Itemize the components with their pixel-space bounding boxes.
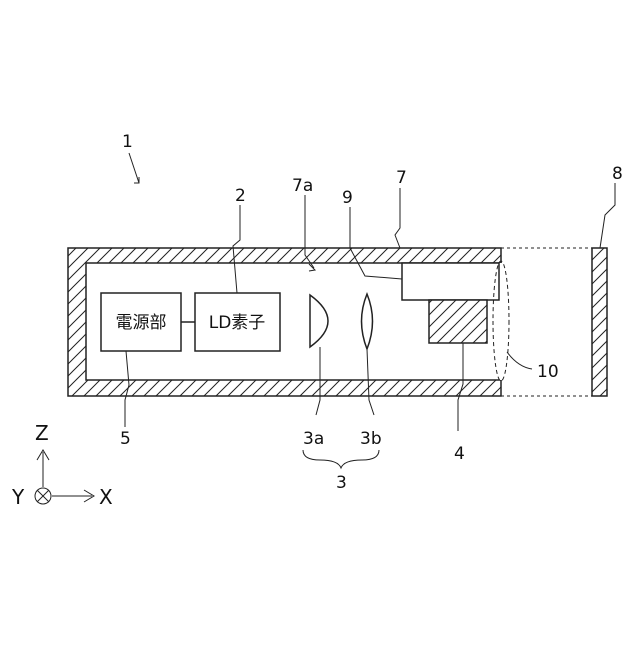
label-2: 2 — [235, 186, 246, 206]
power-unit-box: 電源部 — [101, 293, 181, 351]
coordinate-axes — [35, 450, 94, 504]
power-unit-label: 電源部 — [116, 313, 167, 333]
component-4 — [429, 300, 487, 343]
label-8: 8 — [612, 164, 623, 184]
label-4: 4 — [454, 444, 465, 464]
axis-z-label: Z — [35, 421, 49, 445]
label-10: 10 — [537, 362, 559, 382]
target-8 — [592, 248, 607, 396]
label-9: 9 — [342, 188, 353, 208]
axis-y-label: Y — [11, 485, 25, 509]
label-3a: 3a — [303, 429, 324, 449]
ld-element-label: LD素子 — [209, 313, 266, 333]
label-7: 7 — [396, 168, 407, 188]
ld-element-box: LD素子 — [195, 293, 280, 351]
label-5: 5 — [120, 429, 131, 449]
axis-x-label: X — [99, 485, 113, 509]
label-3: 3 — [336, 473, 347, 493]
label-1: 1 — [122, 132, 133, 152]
label-7a: 7a — [292, 176, 313, 196]
label-3b: 3b — [360, 429, 382, 449]
holder-9 — [402, 263, 499, 300]
